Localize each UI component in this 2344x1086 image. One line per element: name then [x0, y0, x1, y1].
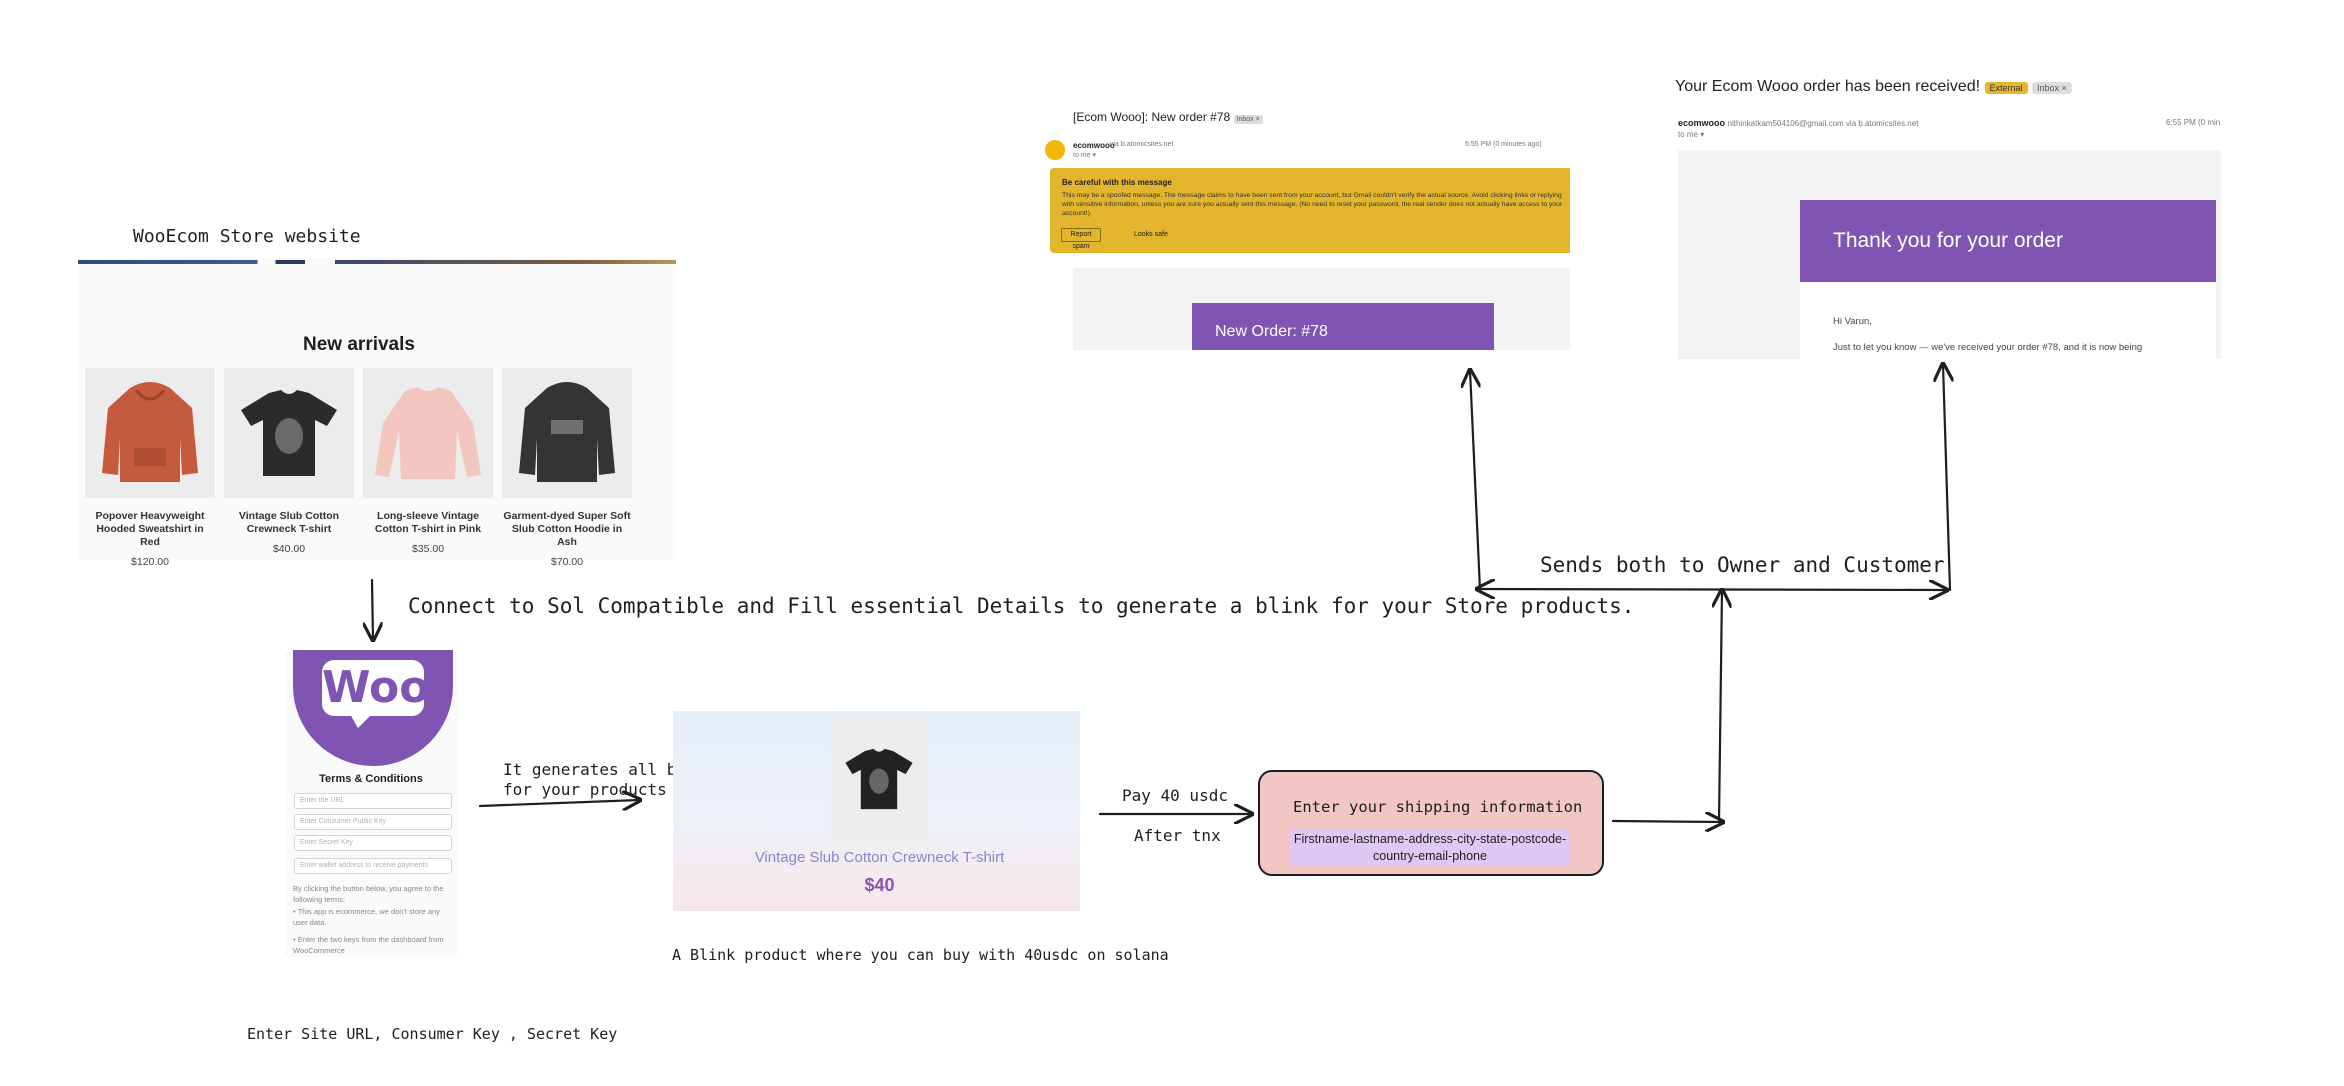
consumer-key-input[interactable]: Enter Consumer Public Key — [294, 814, 452, 830]
hoodie-image — [85, 368, 215, 498]
connect-instruction: Connect to Sol Compatible and Fill essen… — [408, 594, 1635, 618]
product-name: Vintage Slub Cotton Crewneck T-shirt — [238, 510, 340, 535]
product-name: Garment-dyed Super Soft Slub Cotton Hood… — [503, 510, 631, 548]
terms-bullets: • This app is ecommerce, we don't store … — [293, 906, 455, 956]
arrow-woo-to-blink — [478, 800, 640, 806]
product-price: $35.00 — [411, 543, 445, 555]
pay-label: Pay 40 usdc — [1122, 786, 1228, 805]
product-price: $40.00 — [272, 543, 306, 555]
email-greeting: Hi Varun, — [1833, 316, 1872, 327]
hoodie-image — [502, 368, 632, 498]
email-sender: ecomwooo — [1073, 141, 1115, 150]
email-time: 6:55 PM (0 minutes ago) — [1465, 141, 1542, 148]
inbox-tag[interactable]: Inbox × — [1233, 115, 1263, 124]
product-price: $120.00 — [131, 556, 169, 568]
blink-price: $40 — [864, 875, 895, 895]
terms-bullet: • Enter the two keys from the dashboard … — [293, 935, 444, 955]
generates-line-1: It generates all blinks — [503, 760, 725, 779]
product-card[interactable]: Popover Heavyweight Hooded Sweatshirt in… — [85, 368, 215, 568]
product-card[interactable]: Long-sleeve Vintage Cotton T-shirt in Pi… — [363, 368, 493, 555]
generates-blinks-note: It generates all blinks for your product… — [503, 760, 725, 800]
arrow-store-to-woo — [372, 578, 373, 640]
after-tnx-label: After tnx — [1134, 826, 1221, 845]
wallet-address-input[interactable]: Enter wallet address to receive payments — [294, 858, 452, 874]
new-order-title: New Order: #78 — [1215, 323, 1328, 340]
product-price: $70.00 — [550, 556, 584, 568]
email-sender: ecomwooo nithinkatkam504106@gmail.com vi… — [1678, 118, 1919, 128]
store-website-label: WooEcom Store website — [133, 226, 361, 247]
product-card[interactable]: Vintage Slub Cotton Crewneck T-shirt $40… — [224, 368, 354, 555]
warning-avatar-icon — [1045, 140, 1065, 160]
product-name: Long-sleeve Vintage Cotton T-shirt in Pi… — [374, 510, 482, 535]
inbox-tag[interactable]: Inbox × — [2032, 82, 2072, 94]
shipping-fields: Firstname-lastname-address-city-state-po… — [1290, 830, 1570, 866]
site-url-input[interactable]: Enter the URL — [294, 793, 452, 809]
terms-bullet: • This app is ecommerce, we don't store … — [293, 907, 440, 927]
terms-title: Terms & Conditions — [319, 773, 423, 785]
email-recipient[interactable]: to me ▾ — [1678, 130, 1705, 139]
email-subject: Your Ecom Wooo order has been received! … — [1675, 78, 2072, 96]
terms-note: By clicking the button below, you agree … — [293, 884, 444, 904]
woo-bubble-tail — [350, 714, 372, 728]
email-sender-meta: via b.atomicsites.net — [1110, 141, 1174, 148]
arrow-shipping-out — [1611, 821, 1723, 822]
tshirt-image — [224, 368, 354, 498]
blink-caption: A Blink product where you can buy with 4… — [672, 946, 1169, 964]
arrow-up-to-split — [1719, 590, 1722, 824]
thank-you-banner — [1800, 200, 2216, 282]
external-tag: External — [1984, 82, 2028, 94]
arrow-to-owner-email — [1470, 370, 1482, 592]
product-name: Popover Heavyweight Hooded Sweatshirt in… — [95, 510, 205, 548]
keys-caption: Enter Site URL, Consumer Key , Secret Ke… — [247, 1025, 618, 1043]
report-spam-button[interactable]: Report spam — [1061, 228, 1101, 250]
email-subject: [Ecom Wooo]: New order #78 Inbox × — [1073, 110, 1263, 124]
spoof-warning-banner — [1050, 168, 1570, 253]
new-order-banner — [1192, 303, 1494, 350]
sends-both-label: Sends both to Owner and Customer — [1540, 553, 1945, 577]
warning-title: Be careful with this message — [1062, 178, 1172, 187]
email-content — [1800, 282, 2216, 359]
arrow-split-horizontal — [1477, 589, 1947, 590]
arrow-to-customer-email — [1943, 364, 1950, 592]
tshirt-image — [831, 716, 927, 841]
looks-safe-button[interactable]: Looks safe — [1134, 231, 1168, 238]
shipping-title: Enter your shipping information — [1293, 798, 1583, 816]
woo-logo-text: Woo — [322, 660, 429, 716]
blink-product-name: Vintage Slub Cotton Crewneck T-shirt — [754, 849, 1005, 866]
new-arrivals-heading: New arrivals — [303, 334, 415, 355]
thank-you-title: Thank you for your order — [1833, 229, 2063, 252]
email-time: 6:55 PM (0 min — [2166, 118, 2221, 127]
secret-key-input[interactable]: Enter Secret Key — [294, 835, 452, 851]
store-hero-strip — [78, 260, 676, 264]
longsleeve-image — [363, 368, 493, 498]
product-card[interactable]: Garment-dyed Super Soft Slub Cotton Hood… — [502, 368, 632, 568]
warning-body: This may be a spoofed message. The messa… — [1062, 192, 1563, 217]
email-message: Just to let you know — we've received yo… — [1833, 342, 2143, 353]
email-recipient[interactable]: to me ▾ — [1073, 152, 1096, 159]
